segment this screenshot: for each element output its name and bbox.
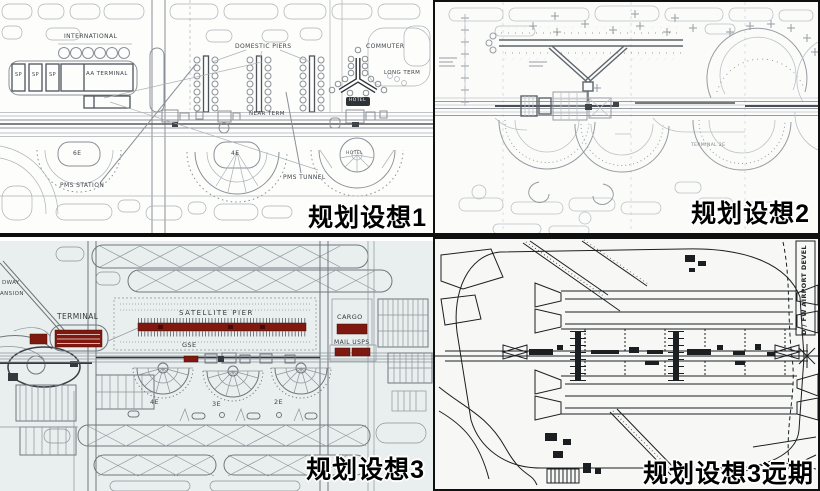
runway-diagonal-south xyxy=(609,408,678,476)
label-6e: 6E xyxy=(73,150,82,157)
label-p3-4e: 4E xyxy=(150,398,160,406)
road-band xyxy=(435,91,818,133)
domestic-piers xyxy=(194,49,324,112)
label-dfw-airport-development: D / FW AIRPORT DEVEL xyxy=(800,245,808,335)
taxiway-loops-top xyxy=(1,3,431,87)
vertical-roads xyxy=(87,241,375,491)
apron-arcs xyxy=(0,137,433,203)
label-mail-usps: MAIL USPS xyxy=(334,339,370,346)
taxiway-loops-bottom xyxy=(0,145,293,221)
plan-4-drawing xyxy=(435,239,818,486)
label-near-term: NEAR TERM xyxy=(249,111,285,117)
label-international: INTERNATIONAL xyxy=(64,33,118,40)
label-cargo: CARGO xyxy=(337,313,363,321)
label-terminal-2e: TERMINAL 2E xyxy=(691,143,726,148)
label-sp-1: SP xyxy=(15,72,22,78)
satellite-pier xyxy=(107,297,317,351)
aircraft-column xyxy=(460,13,470,107)
apron-fans xyxy=(127,362,332,422)
panel-plan-1: INTERNATIONAL SP SP SP AA TERMINAL DOMES… xyxy=(0,0,433,237)
taxiway-lattice-top xyxy=(55,244,393,293)
label-hotel-center: HOTEL xyxy=(346,151,364,156)
perimeter-loop xyxy=(455,248,805,469)
v-connector xyxy=(548,45,628,101)
bowtie-west xyxy=(501,344,529,360)
scattered-aircraft xyxy=(528,9,698,37)
label-aa-terminal: AA TERMINAL xyxy=(86,71,128,77)
cargo-mail-area xyxy=(329,298,433,412)
plan-2-drawing xyxy=(435,2,818,233)
label-4e: 4E xyxy=(231,150,240,157)
runway-group-lower xyxy=(534,361,818,421)
label-p3-3e: 3E xyxy=(212,400,222,408)
central-spine xyxy=(435,331,818,381)
panel-plan-3-future: D / FW AIRPORT DEVEL 规划设想3远期 xyxy=(433,237,820,491)
label-satellite-pier: SATELLITE PIER xyxy=(179,309,254,317)
left-interchange xyxy=(0,260,155,491)
label-long-term: LONG TERM xyxy=(384,70,421,76)
label-p3-2e: 2E xyxy=(274,398,284,406)
runway-diagonal-northwest xyxy=(522,239,649,312)
label-sp-3: SP xyxy=(49,72,56,78)
runway-group-upper xyxy=(534,282,818,351)
label-pms-tunnel: PMS TUNNEL xyxy=(283,174,326,181)
surroundings xyxy=(438,241,817,486)
caption-plan-2: 规划设想2 xyxy=(691,200,810,228)
right-circular-apron xyxy=(706,19,818,103)
taxiway-lattice-bottom xyxy=(43,422,427,491)
label-terminal: TERMINAL xyxy=(57,312,99,321)
mail-red-bar-2 xyxy=(351,347,371,357)
terminal-spine-west xyxy=(575,331,581,381)
plan-1-drawing xyxy=(0,0,433,233)
taxiway-loops-bottom xyxy=(458,181,786,233)
taxiway-loops-top xyxy=(448,5,814,37)
tiny-notes xyxy=(439,57,547,67)
interchange-star xyxy=(797,344,817,368)
label-hotel-small: HOTEL xyxy=(349,98,367,103)
label-gse: GSE xyxy=(182,341,197,349)
label-roadway-clip-2: ANSION xyxy=(0,291,24,297)
panel-plan-2: TERMINAL 2E 规划设想2 xyxy=(433,0,820,237)
caption-plan-3-future: 规划设想3远期 xyxy=(643,460,814,488)
label-roadway-clip-1: DWAY xyxy=(2,280,20,286)
title-block xyxy=(795,240,816,336)
terminal-block xyxy=(13,324,109,352)
label-pms-station: PMS STATION xyxy=(60,182,105,189)
satellite-pier-red-bar xyxy=(137,322,307,332)
label-domestic-piers: DOMESTIC PIERS xyxy=(235,43,292,50)
bowtie-east xyxy=(773,344,801,360)
hotel-block xyxy=(346,97,370,106)
aa-terminal-complex xyxy=(8,43,138,109)
gse-red-bar xyxy=(183,355,199,363)
mail-red-bar-1 xyxy=(334,347,351,357)
terminal-arcs xyxy=(498,111,818,173)
commuter-area xyxy=(328,46,407,106)
vertical-corridors xyxy=(149,0,343,233)
cargo-red-bar xyxy=(336,323,368,335)
label-sp-2: SP xyxy=(32,72,39,78)
plan-3-drawing xyxy=(0,241,433,491)
leader-lines xyxy=(99,61,319,184)
label-commuter: COMMUTER xyxy=(366,43,405,50)
panel-plan-3: DWAY ANSION TERMINAL SATELLITE PIER GSE … xyxy=(0,241,433,491)
terminal-spine-east xyxy=(673,331,679,381)
roadway-band xyxy=(0,109,433,137)
red-block-west xyxy=(29,333,48,345)
caption-plan-1: 规划设想1 xyxy=(308,204,427,232)
main-pier xyxy=(485,26,683,60)
caption-plan-3: 规划设想3 xyxy=(306,456,425,484)
